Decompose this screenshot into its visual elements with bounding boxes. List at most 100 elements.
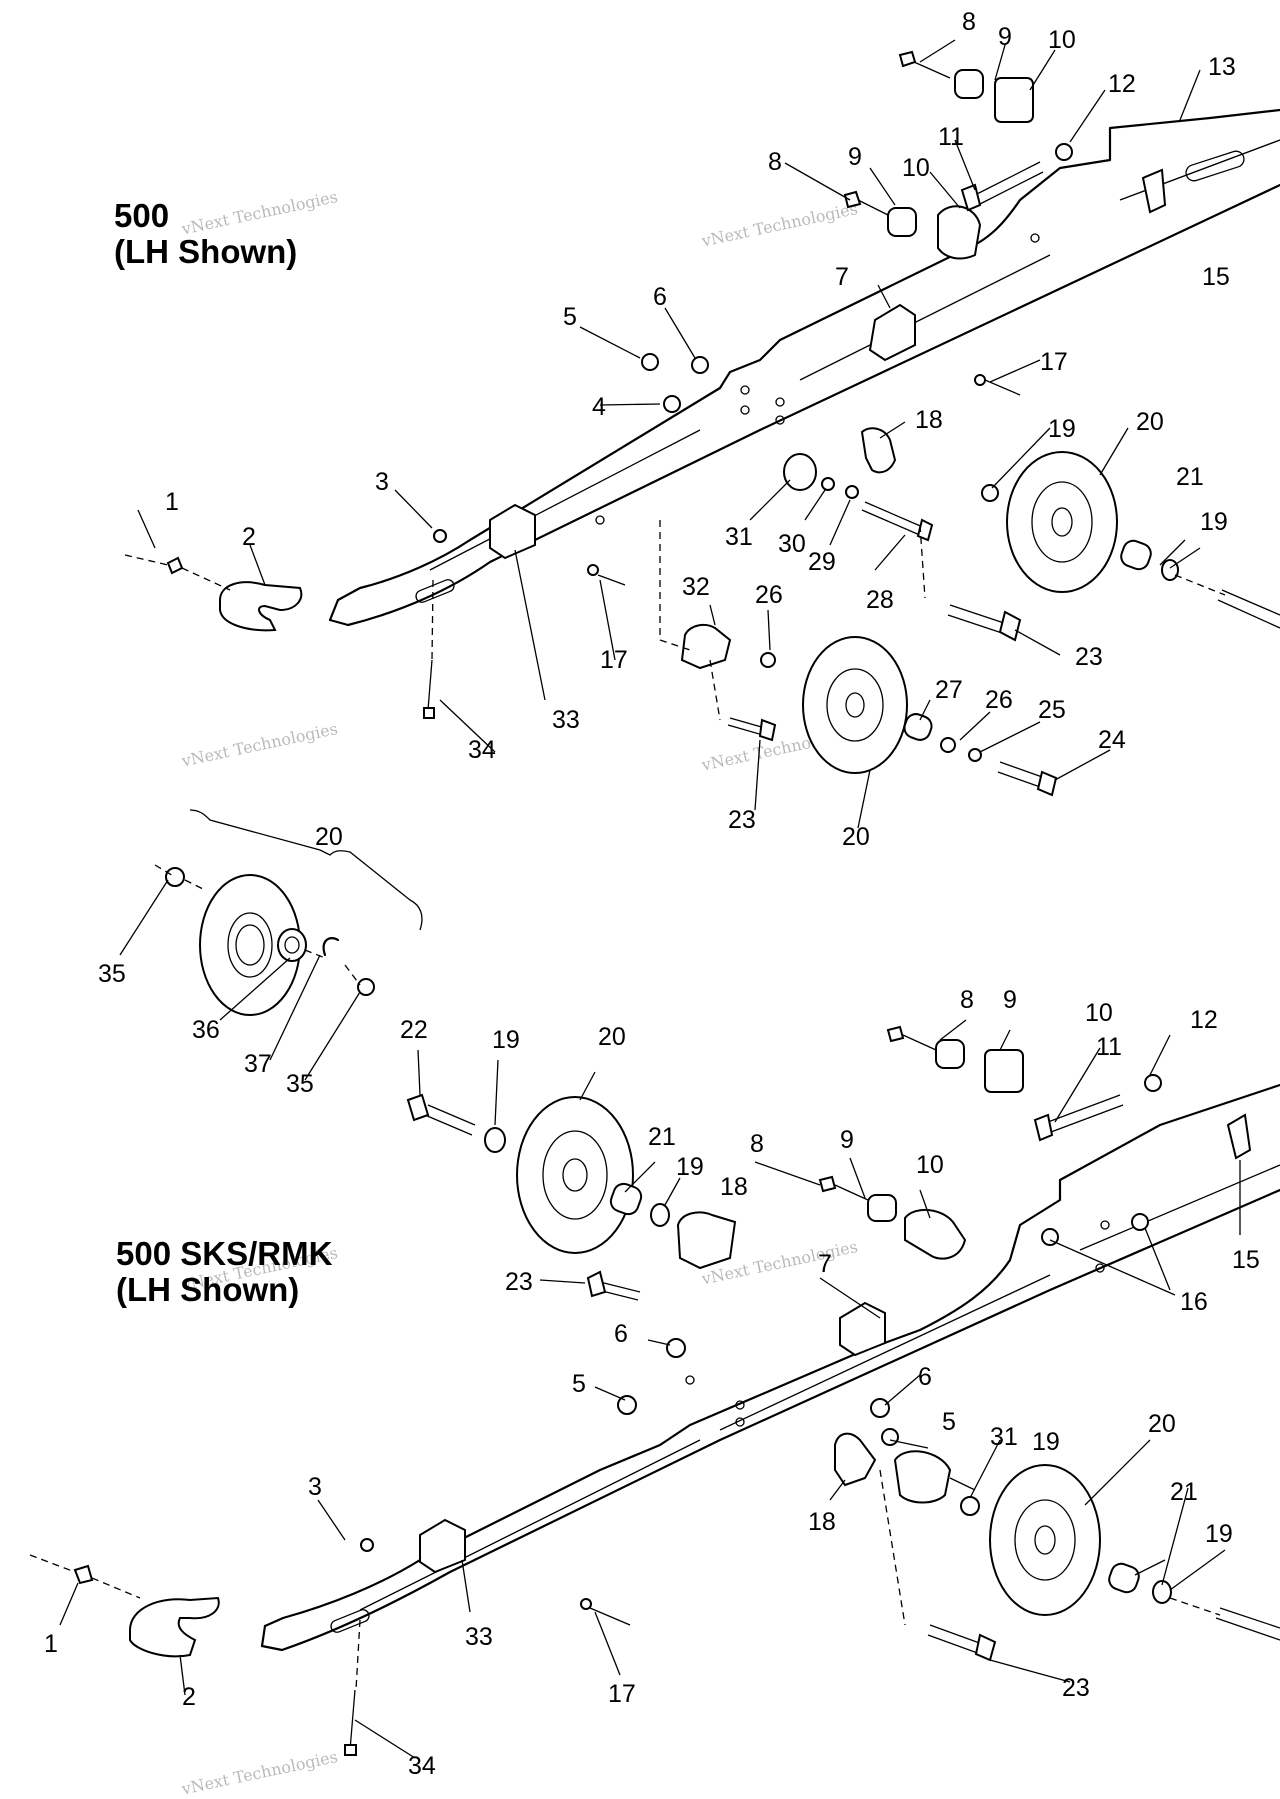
top-model-label: 500	[114, 197, 170, 234]
spacer-31b	[893, 1450, 952, 1504]
callouts-detail: 20 35 36 37 35	[98, 823, 343, 1098]
callout-1: 1	[44, 1630, 58, 1658]
callout-23: 23	[728, 806, 756, 834]
callout-4: 4	[592, 393, 606, 421]
axle-bracket-18b	[676, 1211, 737, 1270]
callout-6: 6	[653, 283, 667, 311]
callout-18: 18	[808, 1508, 836, 1536]
callout-25: 25	[1038, 696, 1066, 724]
callout-7: 7	[835, 263, 849, 291]
callouts-bottom: 22 19 20 21 19 8 9 10 8 9 10 12 11 15 18…	[44, 986, 1260, 1780]
callout-23: 23	[505, 1268, 533, 1296]
rail-tip	[219, 581, 303, 632]
leader-lines	[137, 39, 1201, 829]
bumper-10a	[994, 77, 1034, 123]
callout-8: 8	[750, 1130, 764, 1158]
callout-24: 24	[1098, 726, 1126, 754]
nut-12a	[1055, 143, 1073, 161]
callout-29: 29	[808, 548, 836, 576]
callout-23: 23	[1075, 643, 1103, 671]
callout-13: 13	[1208, 53, 1236, 81]
callout-26: 26	[985, 686, 1013, 714]
rail-lower-edge	[328, 183, 1280, 627]
callout-15: 15	[1232, 1246, 1260, 1274]
callout-27: 27	[935, 676, 963, 704]
callout-12: 12	[1190, 1006, 1218, 1034]
spacer-9b	[887, 207, 917, 237]
callout-9: 9	[848, 143, 862, 171]
callout-22: 22	[400, 1016, 428, 1044]
callout-17: 17	[1040, 348, 1068, 376]
callout-19: 19	[676, 1153, 704, 1181]
callout-20: 20	[1136, 408, 1164, 436]
callout-20: 20	[842, 823, 870, 851]
bottom-rail-tip	[129, 1596, 220, 1658]
callout-16: 16	[1180, 1288, 1208, 1316]
callout-2: 2	[242, 523, 256, 551]
callout-11: 11	[1096, 1033, 1122, 1061]
callout-15: 15	[1202, 263, 1230, 291]
callout-10: 10	[902, 154, 930, 182]
bottom-rail-upper-edge	[263, 1083, 1280, 1628]
callout-9: 9	[998, 23, 1012, 51]
slide-block-7b	[839, 1301, 886, 1357]
detail-leader-lines	[119, 879, 361, 1081]
callout-8: 8	[768, 148, 782, 176]
callout-21: 21	[1170, 1478, 1198, 1506]
callout-8: 8	[960, 986, 974, 1014]
nut-5a	[641, 353, 659, 371]
bottom-leader-lines	[59, 1019, 1241, 1759]
callout-3: 3	[308, 1473, 322, 1501]
slide-block-33	[489, 503, 536, 560]
callout-18: 18	[915, 406, 943, 434]
callout-6: 6	[918, 1363, 932, 1391]
bottom-side-label: (LH Shown)	[116, 1271, 300, 1308]
bumper-10c	[984, 1049, 1024, 1093]
bumper-10d	[904, 1208, 967, 1260]
bottom-model-title: 500 SKS/RMK (LH Shown)	[116, 1236, 332, 1308]
callout-20: 20	[598, 1023, 626, 1051]
top-rail-assembly	[124, 50, 1280, 797]
slide-block-33b	[419, 1518, 466, 1574]
callout-33: 33	[552, 706, 580, 734]
callout-17: 17	[600, 646, 628, 674]
idler-wheel-20d	[516, 1096, 634, 1254]
callout-20: 20	[315, 823, 343, 851]
bracket-32	[680, 623, 732, 670]
idler-wheel-20a	[1006, 451, 1118, 593]
slide-block-7	[868, 303, 916, 362]
top-side-label: (LH Shown)	[114, 233, 298, 270]
callout-19: 19	[492, 1026, 520, 1054]
callout-9: 9	[1003, 986, 1017, 1014]
callout-32: 32	[682, 573, 710, 601]
callout-8: 8	[962, 8, 976, 36]
idler-wheel-20b	[802, 636, 908, 774]
callout-35: 35	[98, 960, 126, 988]
callout-2: 2	[182, 1683, 196, 1711]
callouts-top: 8 9 10 8 9 10 12 11 13 15 7 5 6 4 17 18 …	[165, 8, 1236, 851]
callout-17: 17	[608, 1680, 636, 1708]
wheel-detail	[154, 809, 423, 1016]
callout-37: 37	[244, 1050, 272, 1078]
callout-9: 9	[840, 1126, 854, 1154]
bottom-rail-assembly	[29, 1025, 1280, 1756]
callout-5: 5	[563, 303, 577, 331]
callout-12: 12	[1108, 70, 1136, 98]
callout-21: 21	[648, 1123, 676, 1151]
callout-5: 5	[572, 1370, 586, 1398]
bottom-rail-lower-edge	[260, 1188, 1280, 1652]
callout-19: 19	[1200, 508, 1228, 536]
callout-36: 36	[192, 1016, 220, 1044]
callout-19: 19	[1205, 1520, 1233, 1548]
axle-bracket-18a	[860, 427, 897, 474]
callout-6: 6	[614, 1320, 628, 1348]
callout-20: 20	[1148, 1410, 1176, 1438]
bottom-model-label: 500 SKS/RMK	[116, 1235, 333, 1272]
bumper-10b	[937, 205, 982, 260]
callout-10: 10	[916, 1151, 944, 1179]
callout-31: 31	[725, 523, 753, 551]
callout-34: 34	[468, 736, 496, 764]
callout-7: 7	[818, 1250, 832, 1278]
rail-upper-edge	[336, 108, 1280, 602]
